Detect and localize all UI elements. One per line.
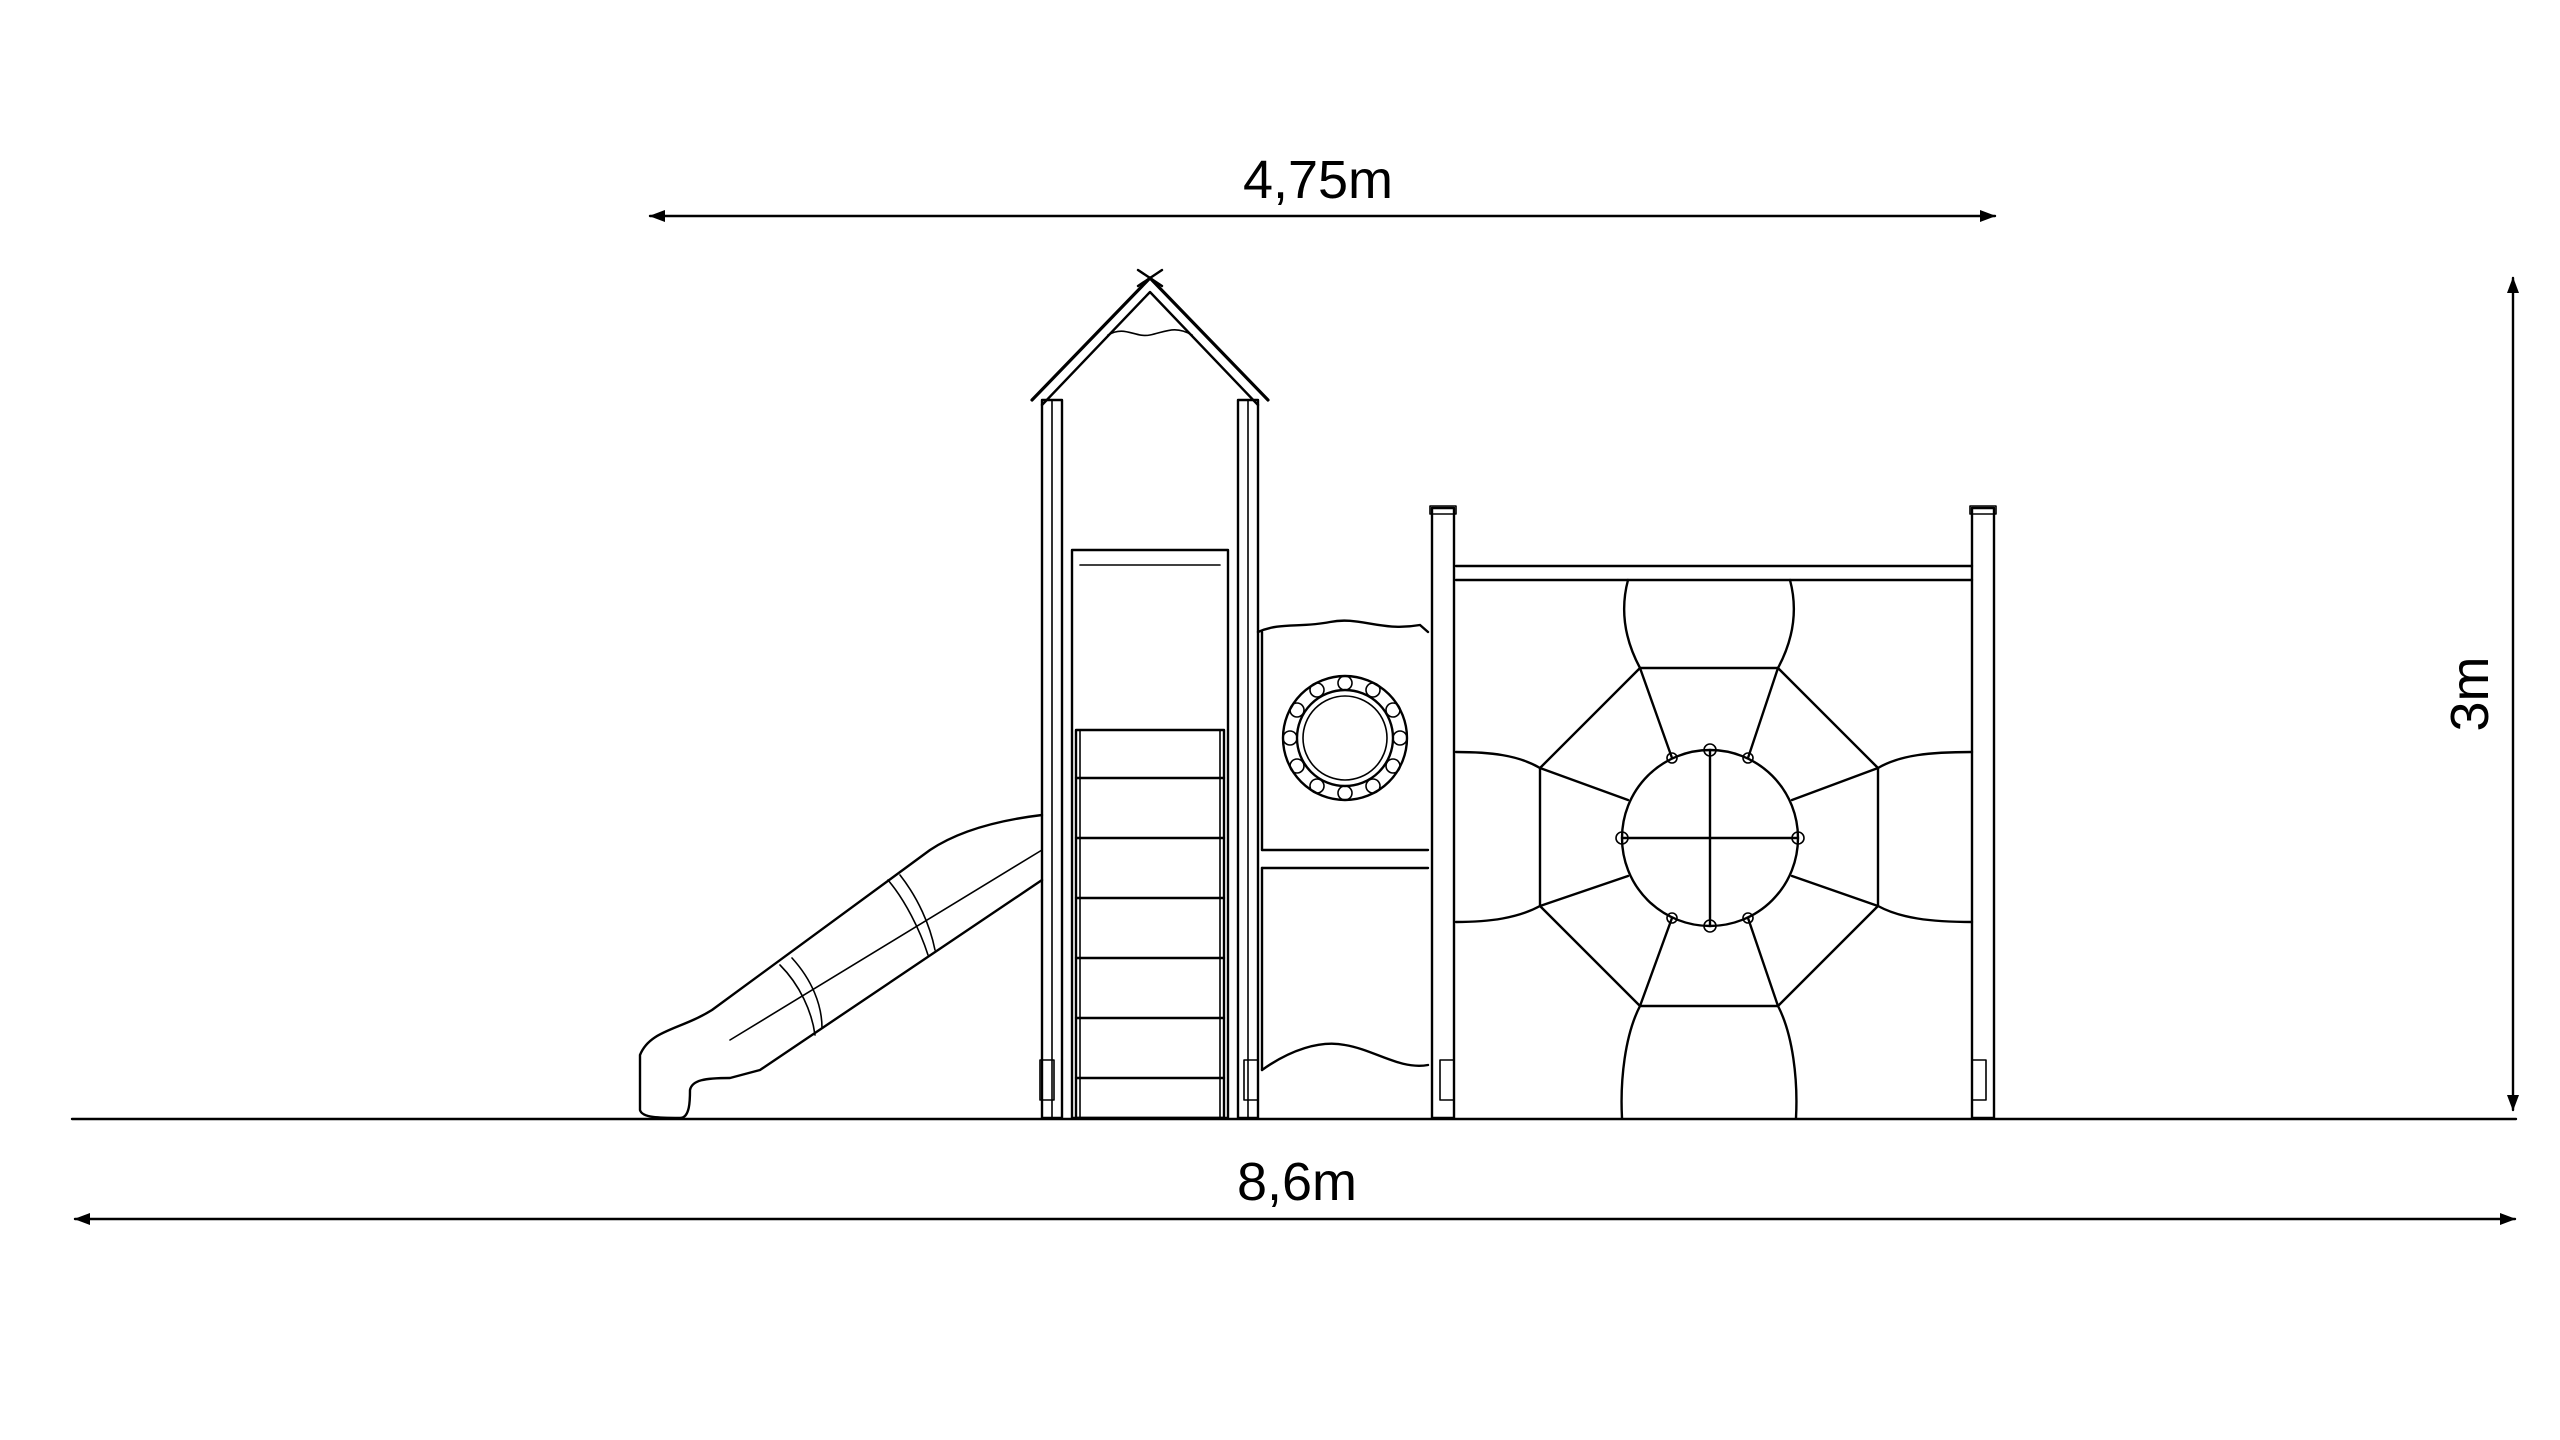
climbing-ladder — [1074, 728, 1226, 1120]
dimension-label-overall-width: 8,6m — [1237, 1152, 1357, 1212]
dimension-overall-width: 8,6m — [73, 1152, 2517, 1225]
tower-posts — [1039, 398, 1260, 1120]
dimension-height: 3m — [2440, 276, 2519, 1112]
spider-net — [1454, 578, 1974, 1120]
tower-front-panel — [1070, 548, 1230, 1120]
middle-panel — [1256, 619, 1430, 1072]
dimension-label-top-width: 4,75m — [1243, 150, 1393, 210]
tower-roof — [1030, 268, 1270, 407]
net-frame — [1429, 505, 1997, 1120]
tube-slide — [638, 813, 1044, 1120]
porthole-window — [1281, 674, 1409, 802]
dimension-top-width: 4,75m — [648, 150, 1997, 222]
dimension-label-height: 3m — [2440, 656, 2500, 731]
